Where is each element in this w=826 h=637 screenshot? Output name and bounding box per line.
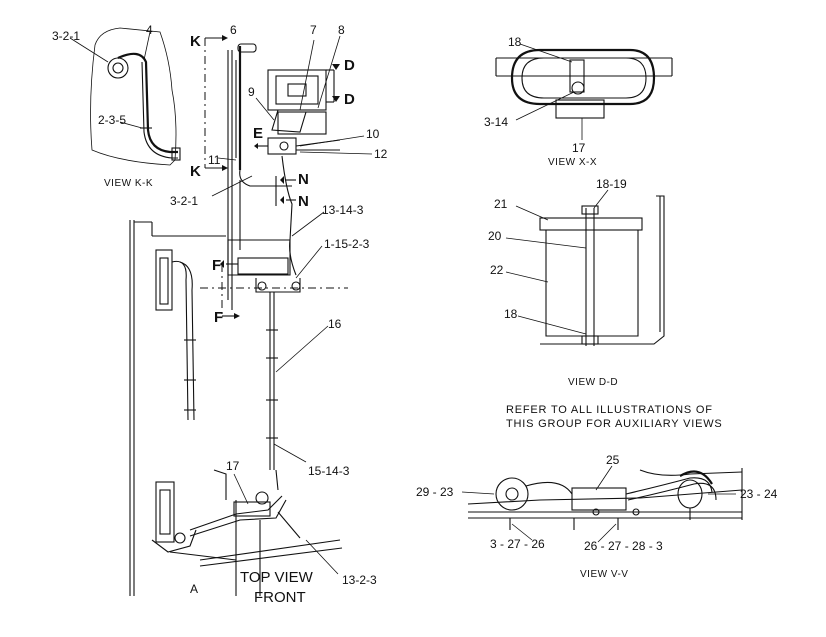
callout-16: 16 bbox=[328, 317, 342, 331]
callout-8: 8 bbox=[338, 23, 345, 37]
main-leaders bbox=[211, 35, 373, 575]
callout-2-3-5: 2-3-5 bbox=[98, 113, 126, 127]
callout-18-xx: 18 bbox=[508, 35, 522, 49]
callout-4: 4 bbox=[146, 23, 153, 37]
callout-23-24: 23 - 24 bbox=[740, 487, 778, 501]
callout-18-19: 18-19 bbox=[596, 177, 627, 191]
callout-13-2-3: 13-2-3 bbox=[342, 573, 377, 587]
callout-3-2-1-mid: 3-2-1 bbox=[170, 194, 198, 208]
view-kk-drawing bbox=[69, 27, 181, 166]
view-xx-drawing bbox=[495, 48, 673, 119]
section-d-bottom: D bbox=[344, 91, 355, 108]
callout-22: 22 bbox=[490, 263, 504, 277]
callout-10: 10 bbox=[366, 127, 380, 141]
callout-25: 25 bbox=[606, 453, 620, 467]
view-vv-caption: VIEW V-V bbox=[580, 569, 628, 580]
section-e: E bbox=[253, 125, 263, 142]
section-f-top: F bbox=[212, 257, 221, 274]
main-assembly-drawing bbox=[129, 35, 348, 596]
view-dd-drawing bbox=[539, 195, 665, 346]
callout-26-27-28-3: 26 - 27 - 28 - 3 bbox=[584, 539, 663, 553]
callout-21: 21 bbox=[494, 197, 508, 211]
callout-a: A bbox=[190, 582, 198, 596]
view-kk-caption: VIEW K-K bbox=[104, 178, 153, 189]
view-dd-caption: VIEW D-D bbox=[568, 377, 618, 388]
callout-11: 11 bbox=[208, 153, 221, 167]
top-view-label: TOP VIEW bbox=[240, 569, 314, 586]
refer-note-line-2: THIS GROUP FOR AUXILIARY VIEWS bbox=[506, 418, 723, 430]
callout-6: 6 bbox=[230, 23, 237, 37]
callout-1-15-2-3: 1-15-2-3 bbox=[324, 237, 370, 251]
view-vv-drawing bbox=[467, 468, 743, 530]
section-k-bottom: K bbox=[190, 163, 201, 180]
callout-9: 9 bbox=[248, 85, 255, 99]
callout-3-27-26: 3 - 27 - 26 bbox=[490, 537, 545, 551]
callout-3-14: 3-14 bbox=[484, 115, 508, 129]
callout-18-dd: 18 bbox=[504, 307, 518, 321]
callout-13-14-3: 13-14-3 bbox=[322, 203, 364, 217]
callout-17-xx: 17 bbox=[572, 141, 586, 155]
callout-20: 20 bbox=[488, 229, 502, 243]
section-d-top: D bbox=[344, 57, 355, 74]
view-xx-caption: VIEW X-X bbox=[548, 157, 597, 168]
callout-7: 7 bbox=[310, 23, 317, 37]
section-n-top: N bbox=[298, 171, 309, 188]
section-k-top: K bbox=[190, 33, 201, 50]
callout-15-14-3: 15-14-3 bbox=[308, 464, 350, 478]
front-label: FRONT bbox=[254, 589, 306, 606]
section-n-bottom: N bbox=[298, 193, 309, 210]
callout-12: 12 bbox=[374, 147, 388, 161]
refer-note-line-1: REFER TO ALL ILLUSTRATIONS OF bbox=[506, 404, 713, 416]
callout-17-bottom: 17 bbox=[226, 459, 240, 473]
callout-29-23: 29 - 23 bbox=[416, 485, 454, 499]
callout-3-2-1-top: 3-2-1 bbox=[52, 29, 80, 43]
section-f-bottom: F bbox=[214, 309, 223, 326]
